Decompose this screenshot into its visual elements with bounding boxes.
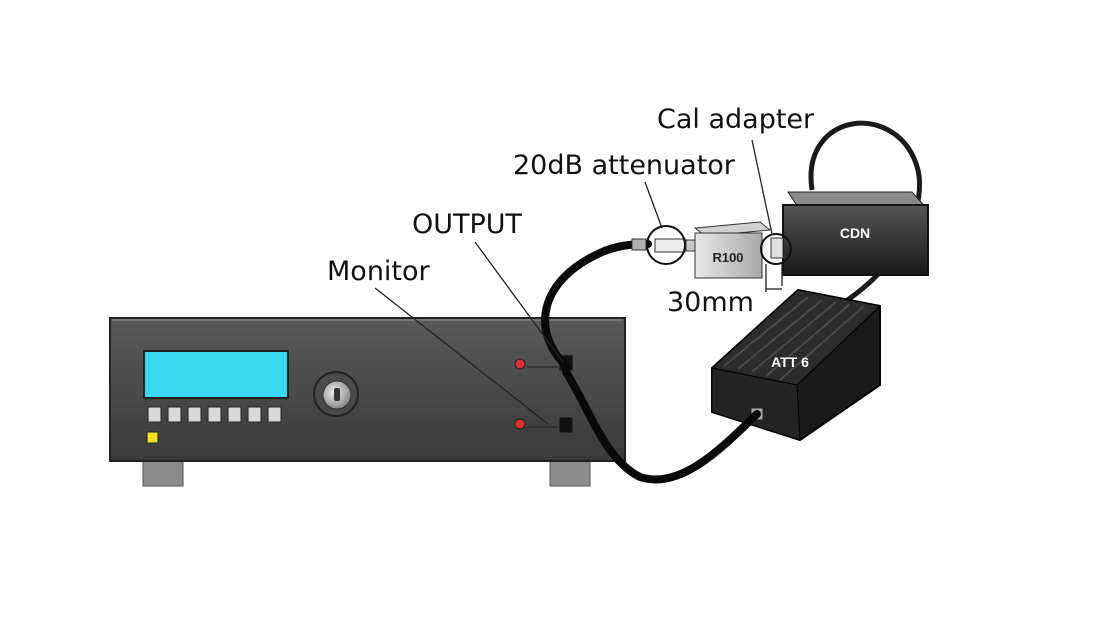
- label-30mm: 30mm: [667, 287, 754, 318]
- r100-label: R100: [712, 250, 743, 265]
- led-icon: [514, 418, 526, 430]
- generator-foot-right: [549, 457, 591, 487]
- display-screen: [143, 350, 289, 399]
- heatsink-fins: [723, 296, 865, 381]
- monitor-connector-icon: [558, 416, 574, 434]
- button-icon: [247, 406, 262, 423]
- cal-adapter: [760, 233, 792, 265]
- generator-foot-left: [142, 457, 184, 487]
- cal-adapter-callout-circle: [760, 233, 792, 265]
- button-icon: [227, 406, 242, 423]
- output-cable: [541, 240, 652, 370]
- label-monitor: Monitor: [327, 256, 431, 287]
- monitor-cable: [562, 368, 761, 484]
- button-icon: [207, 406, 222, 423]
- attenuator-callout-circle: [646, 225, 686, 265]
- signal-generator: [109, 317, 626, 487]
- label-output: OUTPUT: [412, 209, 523, 240]
- att6-label: ATT 6: [771, 354, 809, 370]
- attenuator-20db: [631, 225, 697, 265]
- callout-lines: [374, 139, 783, 425]
- cdn-label: CDN: [840, 225, 870, 241]
- button-icon: [167, 406, 182, 423]
- cdn-unit: CDN: [782, 120, 930, 308]
- att6-unit: ATT 6: [710, 288, 882, 442]
- button-icon: [267, 406, 282, 423]
- button-row: [147, 406, 282, 423]
- label-20db-attenuator: 20dB attenuator: [513, 150, 736, 181]
- cdn-body: [782, 204, 929, 276]
- r100-unit: R100: [693, 221, 772, 279]
- button-icon: [187, 406, 202, 423]
- r100-body: [694, 232, 763, 279]
- led-icon: [514, 358, 526, 370]
- indicator-icon: [146, 431, 159, 444]
- label-cal-adapter: Cal adapter: [657, 104, 815, 135]
- button-icon: [147, 406, 162, 423]
